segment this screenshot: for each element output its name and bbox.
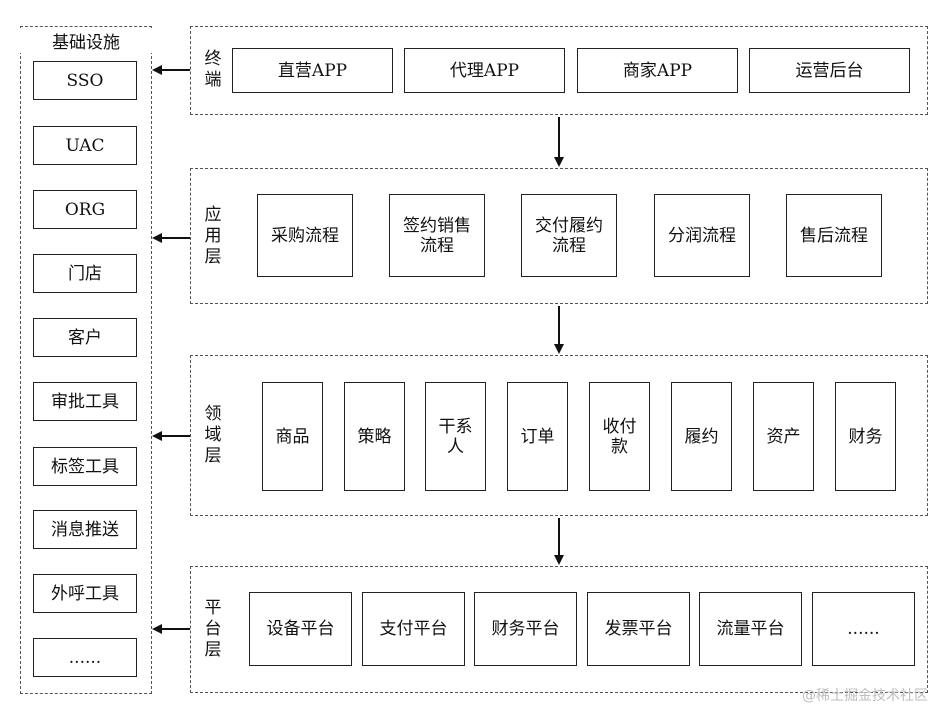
infra-item-approval-tool: 审批工具 bbox=[33, 382, 137, 421]
application-label-char-2: 用 bbox=[204, 226, 222, 246]
infra-item-customer: 客户 bbox=[33, 318, 137, 357]
infra-item-store: 门店 bbox=[33, 254, 137, 293]
infra-item-tag-tool: 标签工具 bbox=[33, 447, 137, 486]
terminal-label-char-2: 端 bbox=[204, 70, 222, 90]
domain-layer-label: 领域层 bbox=[203, 404, 223, 467]
infra-item-uac: UAC bbox=[33, 126, 137, 165]
infrastructure-panel bbox=[20, 26, 152, 694]
platform-label-char-1: 平 bbox=[204, 598, 222, 618]
domain-item-assets: 资产 bbox=[753, 382, 814, 491]
terminal-layer-label: 终端 bbox=[203, 49, 223, 91]
app-item-profit-share-flow: 分润流程 bbox=[654, 194, 750, 277]
platform-layer-label: 平台层 bbox=[203, 598, 223, 661]
domain-label-char-1: 领 bbox=[204, 404, 222, 424]
application-layer bbox=[190, 168, 928, 304]
platform-item-traffic: 流量平台 bbox=[699, 592, 802, 666]
terminal-item-ops-backend: 运营后台 bbox=[749, 48, 910, 93]
terminal-item-agent-app: 代理APP bbox=[404, 48, 565, 93]
application-label-char-1: 应 bbox=[204, 205, 222, 225]
terminal-label-char-1: 终 bbox=[204, 49, 222, 69]
domain-item-payment: 收付 款 bbox=[589, 382, 650, 491]
infra-item-outbound-tool: 外呼工具 bbox=[33, 574, 137, 613]
application-layer-label: 应用层 bbox=[203, 205, 223, 268]
infra-item-more: ...... bbox=[33, 638, 137, 677]
infra-item-message-push: 消息推送 bbox=[33, 510, 137, 549]
platform-item-invoice: 发票平台 bbox=[587, 592, 690, 666]
infra-item-sso: SSO bbox=[33, 61, 137, 100]
platform-label-char-2: 台 bbox=[204, 619, 222, 639]
platform-item-payment: 支付平台 bbox=[362, 592, 465, 666]
domain-item-order: 订单 bbox=[507, 382, 568, 491]
domain-item-strategy: 策略 bbox=[344, 382, 405, 491]
domain-item-stakeholder: 干系 人 bbox=[425, 382, 486, 491]
watermark: @稀土掘金技术社区 bbox=[802, 688, 928, 704]
infra-item-org: ORG bbox=[33, 190, 137, 229]
domain-label-char-2: 域 bbox=[204, 425, 222, 445]
app-item-procurement-flow: 采购流程 bbox=[257, 194, 353, 277]
domain-item-product: 商品 bbox=[262, 382, 323, 491]
platform-item-finance: 财务平台 bbox=[474, 592, 577, 666]
app-item-delivery-flow: 交付履约 流程 bbox=[521, 194, 617, 277]
platform-layer bbox=[190, 566, 928, 693]
domain-item-fulfillment: 履约 bbox=[671, 382, 732, 491]
domain-layer bbox=[190, 355, 928, 516]
platform-item-device: 设备平台 bbox=[249, 592, 352, 666]
application-label-char-3: 层 bbox=[204, 247, 222, 267]
platform-label-char-3: 层 bbox=[204, 640, 222, 660]
domain-item-finance: 财务 bbox=[835, 382, 896, 491]
terminal-item-direct-app: 直营APP bbox=[232, 48, 393, 93]
app-item-sales-flow: 签约销售 流程 bbox=[389, 194, 485, 277]
domain-label-char-3: 层 bbox=[204, 446, 222, 466]
platform-item-more: ...... bbox=[812, 592, 915, 666]
app-item-after-sales-flow: 售后流程 bbox=[786, 194, 882, 277]
terminal-item-merchant-app: 商家APP bbox=[577, 48, 738, 93]
infrastructure-title: 基础设施 bbox=[20, 28, 152, 53]
terminal-layer bbox=[190, 26, 928, 115]
